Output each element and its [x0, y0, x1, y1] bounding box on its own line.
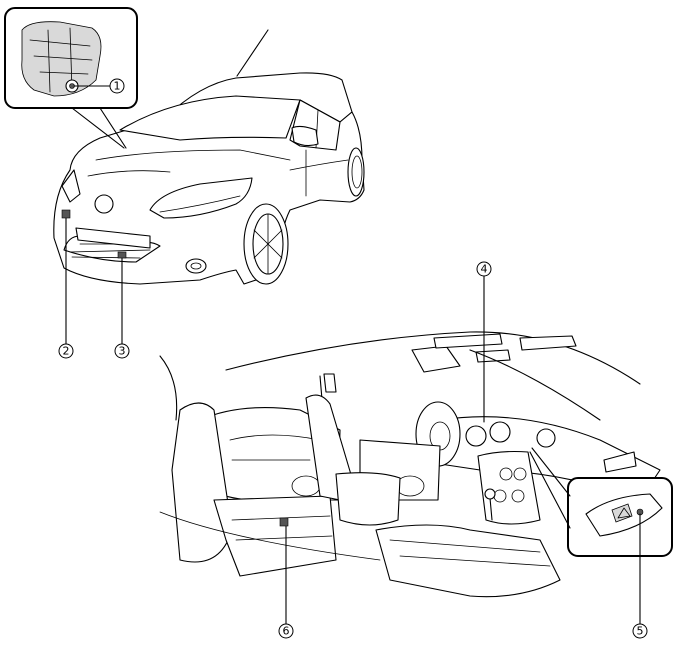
callout-2: 2 — [58, 343, 74, 359]
callout-5-label: 5 — [637, 625, 644, 638]
callout-1: 1 — [109, 78, 125, 94]
engine-inset-panel — [4, 7, 138, 149]
callout-4: 4 — [476, 261, 492, 277]
callout-4-label: 4 — [481, 263, 488, 276]
callout-3: 3 — [114, 343, 130, 359]
callout-5: 5 — [632, 623, 648, 639]
callout-leader-lines — [61, 85, 641, 625]
car-exterior-illustration — [53, 29, 365, 285]
switch-inset-panel — [529, 447, 673, 557]
callout-6: 6 — [278, 623, 294, 639]
callout-2-label: 2 — [63, 345, 70, 358]
callout-6-label: 6 — [283, 625, 290, 638]
car-interior-illustration — [159, 331, 661, 598]
callout-1-label: 1 — [114, 80, 121, 93]
callout-3-label: 3 — [119, 345, 126, 358]
